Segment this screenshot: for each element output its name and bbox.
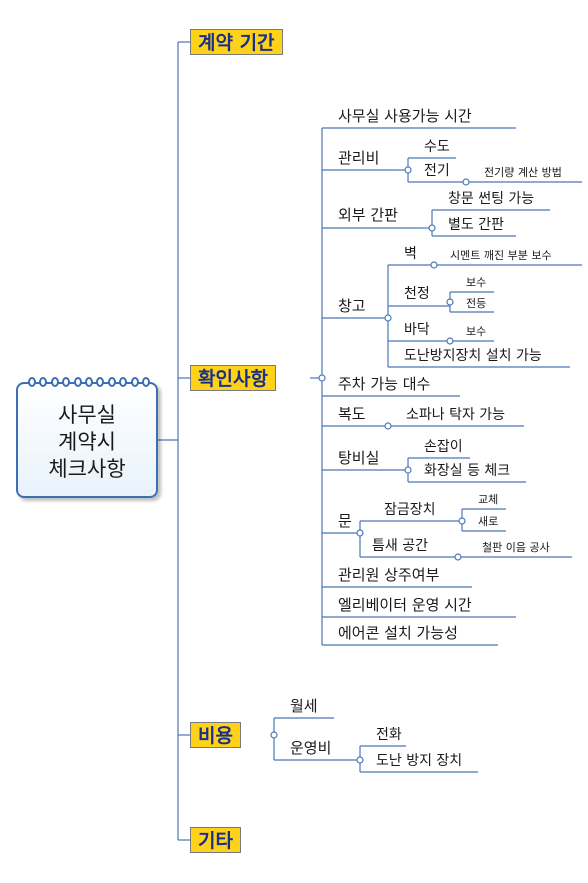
node-sink[interactable]: 손잡이 (424, 439, 463, 455)
node-gap[interactable]: 틈새 공간 (372, 538, 428, 554)
branch-etc[interactable]: 기타 (190, 827, 241, 853)
ring-icon (96, 377, 105, 387)
node-restroom[interactable]: 화장실 등 체크 (424, 463, 511, 479)
node-storage[interactable]: 창고 (338, 297, 366, 315)
node-water[interactable]: 수도 (424, 139, 450, 155)
node-lock[interactable]: 잠금장치 (384, 502, 436, 518)
node-wall[interactable]: 벽 (404, 246, 417, 262)
node-ceiling-repair[interactable]: 보수 (466, 276, 487, 289)
root-line-1: 사무실 (58, 403, 116, 427)
node-exterior-sign[interactable]: 외부 간판 (338, 206, 398, 224)
ring-icon (73, 377, 82, 387)
node-gap-fix[interactable]: 철판 이음 공사 (482, 541, 550, 554)
node-electricity-calc[interactable]: 전기량 계산 방법 (484, 166, 562, 179)
notepad-rings (28, 377, 150, 391)
node-cement-repair[interactable]: 시멘트 깨진 부분 보수 (450, 249, 552, 262)
node-sofa-table[interactable]: 소파나 탁자 가능 (406, 407, 506, 423)
node-ceiling-light[interactable]: 전등 (466, 297, 487, 310)
node-hallway[interactable]: 복도 (338, 405, 366, 423)
node-management-fee[interactable]: 관리비 (338, 149, 380, 167)
node-security[interactable]: 도난 방지 장치 (376, 753, 463, 769)
node-floor-repair[interactable]: 보수 (466, 325, 487, 338)
ring-icon (50, 377, 59, 387)
ring-icon (130, 377, 139, 387)
ring-icon (141, 377, 150, 387)
node-separate-sign[interactable]: 별도 간판 (448, 217, 504, 233)
node-kitchenette[interactable]: 탕비실 (338, 449, 380, 467)
node-office-hours[interactable]: 사무실 사용가능 시간 (338, 107, 472, 125)
ring-icon (28, 377, 36, 387)
node-ceiling[interactable]: 천정 (404, 286, 430, 302)
ring-icon (107, 377, 116, 387)
ring-icon (119, 377, 128, 387)
node-window-tinting[interactable]: 창문 썬팅 가능 (448, 191, 535, 207)
node-operating[interactable]: 운영비 (290, 739, 332, 757)
root-title: 사무실 계약시 체크사항 (18, 402, 156, 483)
root-line-3: 체크사항 (48, 457, 126, 481)
node-phone[interactable]: 전화 (376, 727, 402, 743)
branch-contract-period[interactable]: 계약 기간 (190, 29, 283, 55)
node-floor[interactable]: 바닥 (404, 322, 430, 338)
node-manager[interactable]: 관리원 상주여부 (338, 566, 440, 584)
node-lock-replace[interactable]: 교체 (478, 493, 499, 506)
ring-icon (62, 377, 71, 387)
node-anti-theft[interactable]: 도난방지장치 설치 가능 (404, 348, 542, 364)
node-parking[interactable]: 주차 가능 대수 (338, 375, 431, 393)
node-elevator[interactable]: 엘리베이터 운영 시간 (338, 596, 472, 614)
root-line-2: 계약시 (58, 430, 116, 454)
root-node[interactable]: 사무실 계약시 체크사항 (16, 377, 158, 498)
node-aircon[interactable]: 에어콘 설치 가능성 (338, 624, 458, 642)
node-door[interactable]: 문 (338, 512, 352, 530)
ring-icon (39, 377, 48, 387)
node-electricity[interactable]: 전기 (424, 163, 450, 179)
ring-icon (84, 377, 93, 387)
node-rent[interactable]: 월세 (290, 697, 318, 715)
branch-checklist[interactable]: 확인사항 (190, 365, 276, 391)
node-lock-new[interactable]: 새로 (478, 515, 499, 528)
branch-cost[interactable]: 비용 (190, 722, 241, 748)
